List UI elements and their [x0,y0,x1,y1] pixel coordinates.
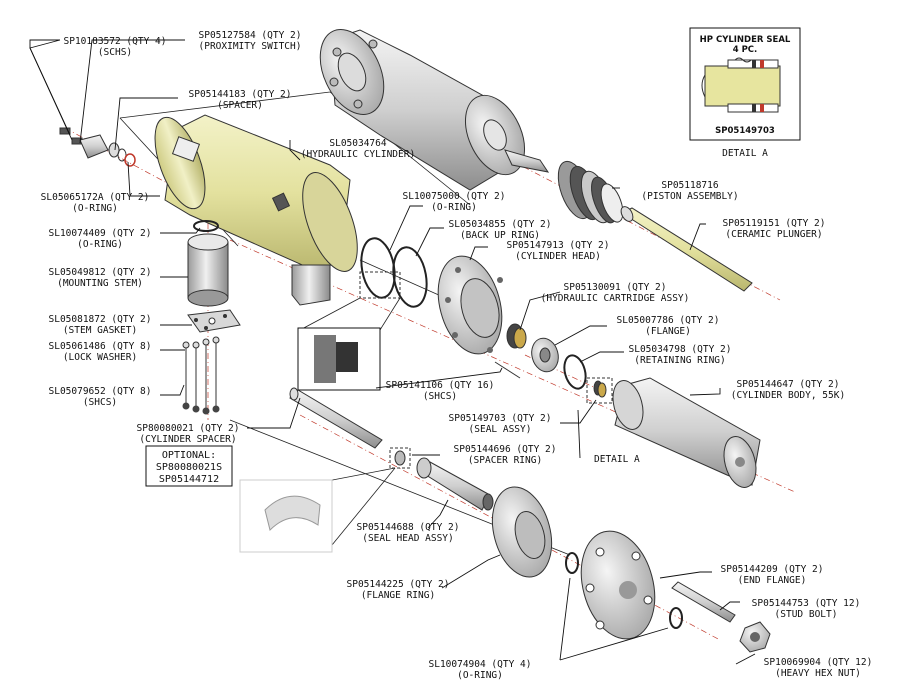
label-schs-pn: SP10183572 (QTY 4) [64,36,167,47]
callout-labels: SP10183572 (QTY 4) (SCHS) SP05127584 (QT… [41,30,873,681]
label-detail-a-ref: DETAIL A [594,454,640,465]
label-cylhead-pn: SP05147913 (QTY 2) [507,240,610,251]
label-oring4-pn: SL10074904 (QTY 4) [429,659,532,670]
label-shcs8-desc: (SHCS) [83,397,117,408]
label-shcs16-desc: (SHCS) [423,391,457,402]
label-flange-desc: (FLANGE) [645,326,691,337]
label-cart-pn: SP05130091 (QTY 2) [564,282,667,293]
label-cylspacer-desc: (CYLINDER SPACER) [139,434,236,445]
end-flange [580,530,656,640]
label-cylbody-pn: SP05144647 (QTY 2) [737,379,840,390]
label-cylbody-desc: (CYLINDER BODY, 55K) [731,390,845,401]
label-hydcyl-pn: SL05034764 [329,138,386,149]
label-spring-pn: SP05144696 (QTY 2) [454,444,557,455]
label-retring-desc: (RETAINING RING) [634,355,726,366]
optional-line2: SP05144712 [159,474,219,485]
label-oring2-desc: (O-RING) [77,239,123,250]
seal-cross-section [701,57,781,113]
label-oring1-desc: (O-RING) [72,203,118,214]
detail-a-title-2: 4 PC. [733,45,758,55]
piston-assembly [557,160,624,224]
bottom-o-rings [565,552,683,629]
label-spring-desc: (SPACER RING) [468,455,542,466]
detail-a-caption: DETAIL A [722,148,768,159]
label-hydcyl-desc: (HYDRAULIC CYLINDER) [301,149,415,160]
small-o-ring [124,153,136,167]
label-spacer-desc: (SPACER) [217,100,263,111]
stud-bolt [671,581,736,623]
label-stud-pn: SP05144753 (QTY 12) [752,598,861,609]
label-sealhead-desc: (SEAL HEAD ASSY) [362,533,454,544]
label-retring-pn: SL05034798 (QTY 2) [629,344,732,355]
label-flring-pn: SP05144225 (QTY 2) [347,579,450,590]
label-sealassy-pn: SP05149703 (QTY 2) [449,413,552,424]
label-piston-desc: (PISTON ASSEMBLY) [641,191,738,202]
label-spacer-pn: SP05144183 (QTY 2) [189,89,292,100]
label-endfl-desc: (END FLANGE) [738,575,807,586]
label-lockw-desc: (LOCK WASHER) [63,352,137,363]
view-callout-boxes [239,271,401,553]
label-plunger-pn: SP05119151 (QTY 2) [723,218,826,229]
label-mstem-pn: SL05049812 (QTY 2) [49,267,152,278]
label-stud-desc: (STUD BOLT) [775,609,838,620]
label-gasket-pn: SL05081872 (QTY 2) [49,314,152,325]
assembled-cylinder [319,29,550,191]
label-flange-pn: SL05007786 (QTY 2) [617,315,720,326]
label-prox-desc: (PROXIMITY SWITCH) [199,41,302,52]
label-oring3-desc: (O-RING) [431,202,477,213]
flange-ring [491,486,553,578]
label-oring4-desc: (O-RING) [457,670,503,681]
label-mstem-desc: (MOUNTING STEM) [57,278,143,289]
label-shcs16-pn: SP05141106 (QTY 16) [386,380,495,391]
label-flring-desc: (FLANGE RING) [361,590,435,601]
detail-a-title-1: HP CYLINDER SEAL [700,35,791,45]
label-oring1-pn: SL05065172A (QTY 2) [41,192,150,203]
hydraulic-cylinder [154,114,358,306]
ceramic-plunger [620,206,753,292]
label-cylhead-desc: (CYLINDER HEAD) [515,251,601,262]
label-piston-pn: SP05118716 [661,180,718,191]
label-gasket-desc: (STEM GASKET) [63,325,137,336]
label-sealhead-pn: SP05144688 (QTY 2) [357,522,460,533]
optional-box: OPTIONAL: SP80080021S SP05144712 [145,445,233,487]
detail-a-part-number: SP05149703 [715,126,775,136]
label-backup-pn: SL05034855 (QTY 2) [449,219,552,230]
cylinder-spacer [289,387,383,449]
label-nut-pn: SP10069904 (QTY 12) [764,657,873,668]
spacer-ring [117,148,127,162]
proximity-switch [59,127,120,159]
seal-assy [586,377,613,404]
label-shcs8-pn: SL05079652 (QTY 8) [49,386,152,397]
heavy-hex-nut [739,621,771,653]
seal-head-assy [416,457,494,511]
label-oring3-pn: SL10075000 (QTY 2) [403,191,506,202]
label-oring2-pn: SL10074409 (QTY 2) [49,228,152,239]
detail-a-box: HP CYLINDER SEAL 4 PC. SP05149703 [689,27,801,141]
spacer-ring-small [389,447,411,469]
label-sealassy-desc: (SEAL ASSY) [469,424,532,435]
leader-lines [29,39,756,665]
label-cylspacer-pn: SP80080021 (QTY 2) [137,423,240,434]
label-cart-desc: (HYDRAULIC CARTRIDGE ASSY) [541,293,690,304]
cartridge-flange-ring [494,323,587,390]
label-schs-desc: (SCHS) [98,47,132,58]
optional-line1: SP80080021S [156,462,222,473]
label-prox-pn: SP05127584 (QTY 2) [199,30,302,41]
label-lockw-pn: SL05061486 (QTY 8) [49,341,152,352]
mounting-stem-stack [182,220,241,415]
label-endfl-pn: SP05144209 (QTY 2) [721,564,824,575]
label-plunger-desc: (CERAMIC PLUNGER) [725,229,822,240]
label-nut-desc: (HEAVY HEX NUT) [775,668,861,679]
label-backup-desc: (BACK UP RING) [460,230,540,241]
optional-title: OPTIONAL: [162,450,216,461]
cylinder-body [612,377,761,488]
cylinder-head [437,255,503,355]
